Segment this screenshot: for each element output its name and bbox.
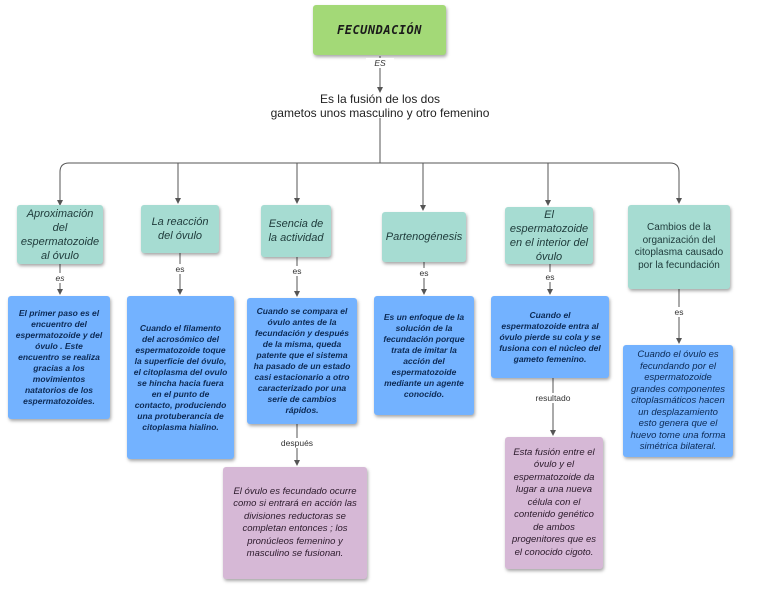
link-label: es (287, 266, 307, 276)
description-reaccion: Cuando el filamento del acrosómico del e… (127, 296, 234, 459)
heading-cambios-citoplasma: Cambios de la organización del citoplasm… (628, 205, 730, 289)
link-label-resultado: resultado (523, 393, 583, 403)
heading-text: Aproximación del espermatozoide al óvulo (20, 207, 100, 262)
description-text: Es un enfoque de la solución de la fecun… (383, 311, 465, 399)
link-label: es (170, 264, 190, 274)
description-text: Cuando el filamento del acrosómico del e… (133, 322, 228, 432)
heading-text: Esencia de la actividad (268, 218, 324, 244)
definition-line-1: Es la fusión de los dos (319, 92, 441, 106)
heading-esencia: Esencia de la actividad (261, 205, 331, 257)
link-label: es (414, 268, 434, 278)
heading-reaccion: La reacción del óvulo (141, 205, 219, 253)
result-text: El óvulo es fecundado ocurre como si ent… (233, 485, 357, 560)
result-esencia: El óvulo es fecundado ocurre como si ent… (223, 467, 367, 579)
heading-text: Partenogénesis (385, 231, 463, 243)
heading-text: La reacción del óvulo (151, 216, 209, 242)
root-title: FECUNDACIÓN (337, 23, 422, 37)
link-label: es (50, 273, 70, 283)
description-esencia: Cuando se compara el óvulo antes de la f… (247, 298, 357, 424)
description-partenogenesis: Es un enfoque de la solución de la fecun… (374, 296, 474, 415)
definition-line-2: gametos unos masculino y otro femenino (270, 106, 490, 120)
root-link-label: ES (366, 58, 394, 68)
heading-text: El espermatozoide en el interior del óvu… (509, 208, 589, 263)
heading-aproximacion: Aproximación del espermatozoide al óvulo (17, 205, 103, 264)
description-text: Cuando el óvulo es fecundando por el esp… (630, 349, 726, 453)
definition-text: Es la fusión de los dos gametos unos mas… (230, 92, 530, 120)
link-label: es (540, 272, 560, 282)
result-espermatozoide-interior: Esta fusión entre el óvulo y el espermat… (505, 437, 603, 569)
description-text: Cuando se compara el óvulo antes de la f… (253, 306, 351, 415)
description-text: El primer paso es el encuentro del esper… (15, 308, 103, 406)
description-text: Cuando el espermatozoide entra al óvulo … (499, 309, 601, 364)
description-cambios-citoplasma: Cuando el óvulo es fecundando por el esp… (623, 345, 733, 457)
root-concept-box: FECUNDACIÓN (313, 5, 446, 55)
heading-espermatozoide-interior: El espermatozoide en el interior del óvu… (505, 207, 593, 264)
description-aproximacion: El primer paso es el encuentro del esper… (8, 296, 110, 419)
heading-partenogenesis: Partenogénesis (382, 212, 466, 262)
result-text: Esta fusión entre el óvulo y el espermat… (512, 446, 596, 558)
link-label: es (669, 307, 689, 317)
heading-text: Cambios de la organización del citoplasm… (634, 222, 724, 271)
link-label-despues: después (277, 438, 317, 448)
description-espermatozoide-interior: Cuando el espermatozoide entra al óvulo … (491, 296, 609, 378)
